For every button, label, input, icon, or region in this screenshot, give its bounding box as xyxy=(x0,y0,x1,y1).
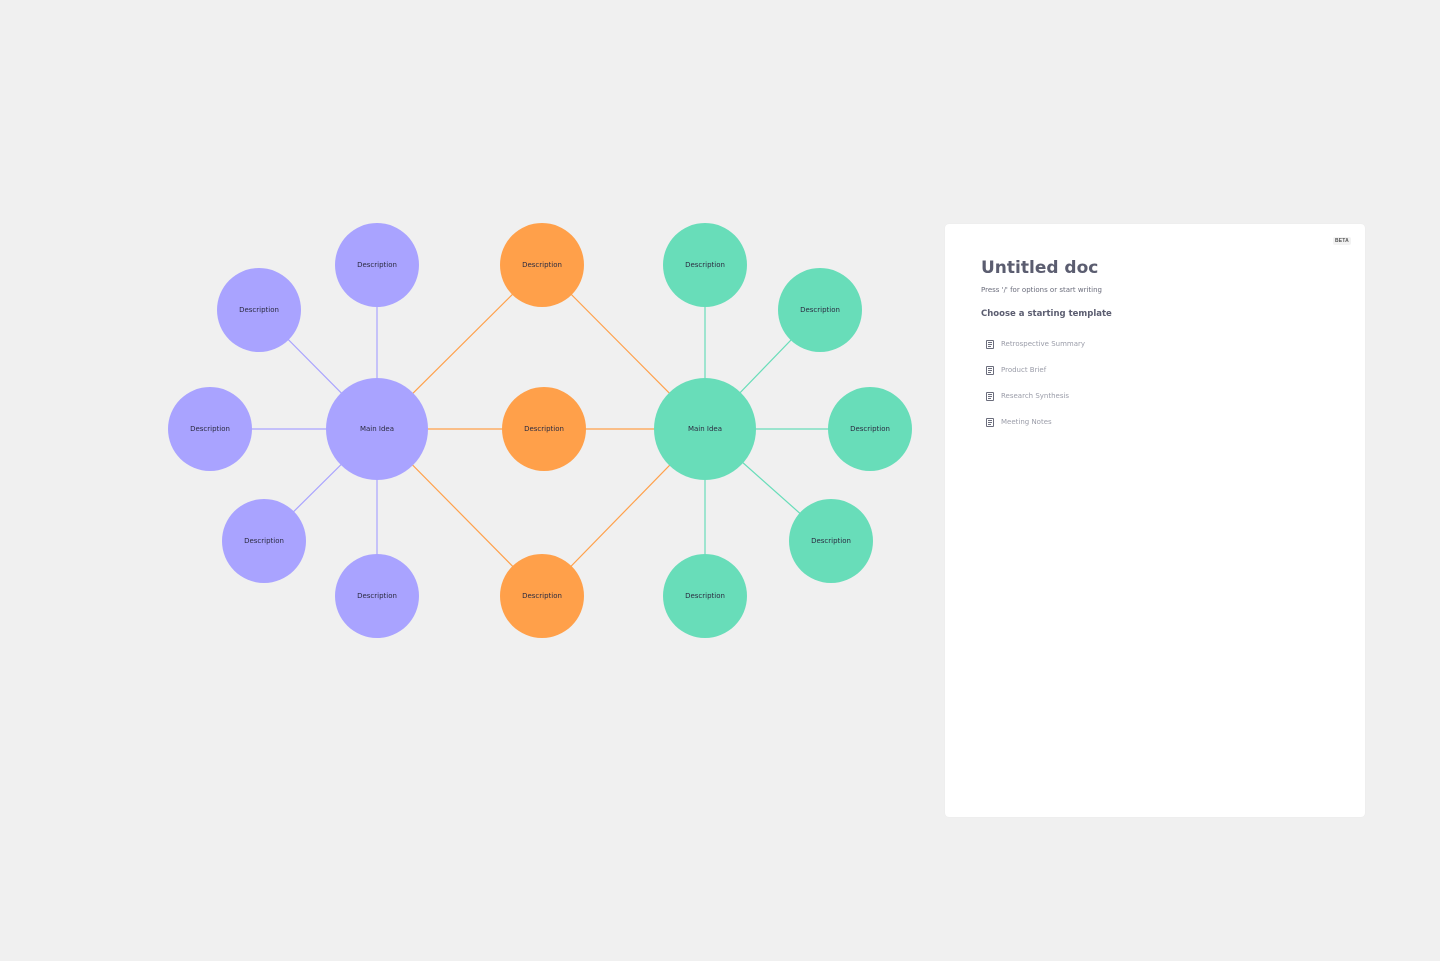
bubble-label: Description xyxy=(685,592,725,600)
doc-placeholder-hint[interactable]: Press '/' for options or start writing xyxy=(981,286,1102,294)
doc-panel[interactable]: BETA Untitled doc Press '/' for options … xyxy=(945,224,1365,817)
bubble-label: Main Idea xyxy=(687,425,723,433)
bubble-label: Main Idea xyxy=(359,425,395,433)
template-research-synthesis[interactable]: Research Synthesis xyxy=(986,383,1085,409)
bubble-label: Description xyxy=(800,306,840,314)
bubble-label: Description xyxy=(811,537,851,545)
bubble-label: Description xyxy=(522,592,562,600)
document-icon xyxy=(986,417,994,427)
description-bubble-o2[interactable]: Description xyxy=(502,387,586,471)
bubble-label: Description xyxy=(357,592,397,600)
description-bubble-t1[interactable]: Description xyxy=(663,223,747,307)
templates-heading: Choose a starting template xyxy=(981,309,1112,319)
main-idea-bubble-p-main[interactable]: Main Idea xyxy=(326,378,428,480)
bubble-label: Description xyxy=(244,537,284,545)
document-icon xyxy=(986,339,994,349)
template-list: Retrospective Summary Product Brief Rese… xyxy=(986,331,1085,435)
bubble-label: Description xyxy=(522,261,562,269)
template-retrospective-summary[interactable]: Retrospective Summary xyxy=(986,331,1085,357)
template-label: Meeting Notes xyxy=(1001,418,1052,426)
description-bubble-o3[interactable]: Description xyxy=(500,554,584,638)
template-meeting-notes[interactable]: Meeting Notes xyxy=(986,409,1085,435)
description-bubble-o1[interactable]: Description xyxy=(500,223,584,307)
bubble-label: Description xyxy=(685,261,725,269)
doc-title[interactable]: Untitled doc xyxy=(981,258,1099,278)
template-label: Product Brief xyxy=(1001,366,1047,374)
main-idea-bubble-t-main[interactable]: Main Idea xyxy=(654,378,756,480)
description-bubble-p5[interactable]: Description xyxy=(335,554,419,638)
beta-badge: BETA xyxy=(1332,237,1351,245)
template-label: Retrospective Summary xyxy=(1001,340,1086,348)
description-bubble-p1[interactable]: Description xyxy=(335,223,419,307)
document-icon xyxy=(986,391,994,401)
bubble-label: Description xyxy=(239,306,279,314)
description-bubble-t5[interactable]: Description xyxy=(663,554,747,638)
bubble-label: Description xyxy=(850,425,890,433)
description-bubble-t4[interactable]: Description xyxy=(789,499,873,583)
description-bubble-p4[interactable]: Description xyxy=(222,499,306,583)
bubble-label: Description xyxy=(190,425,230,433)
description-bubble-p2[interactable]: Description xyxy=(217,268,301,352)
description-bubble-p3[interactable]: Description xyxy=(168,387,252,471)
template-product-brief[interactable]: Product Brief xyxy=(986,357,1085,383)
description-bubble-t3[interactable]: Description xyxy=(828,387,912,471)
document-icon xyxy=(986,365,994,375)
bubble-label: Description xyxy=(357,261,397,269)
description-bubble-t2[interactable]: Description xyxy=(778,268,862,352)
template-label: Research Synthesis xyxy=(1001,392,1070,400)
bubble-label: Description xyxy=(524,425,564,433)
